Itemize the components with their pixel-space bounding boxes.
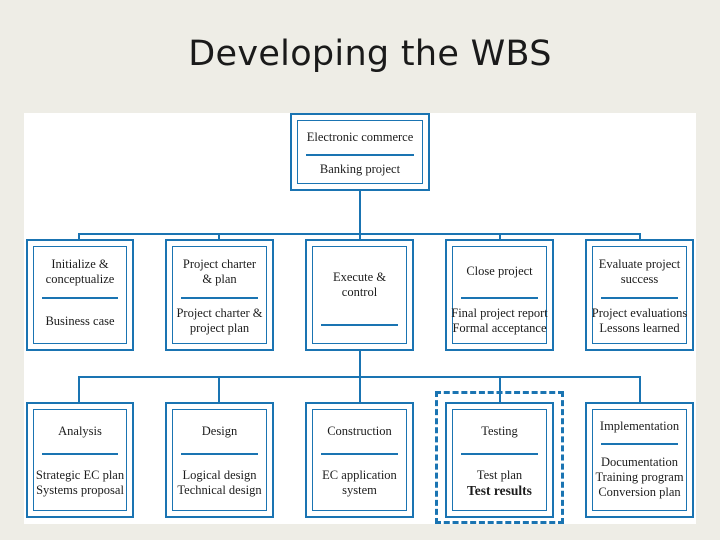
task-name-line: Construction [327, 423, 392, 438]
root-stem [359, 191, 361, 234]
root-node: Electronic commerce Banking project [290, 113, 430, 191]
task-node-construction: Construction EC application system [305, 402, 414, 518]
phase-name-line: Evaluate project [598, 256, 681, 271]
phase-name-line: & plan [202, 271, 237, 286]
deliverable-line: Business case [45, 313, 115, 328]
task-name-line: Analysis [58, 423, 102, 438]
deliverable-line: Logical design [182, 467, 257, 482]
task-node-deliverables: Test plan Test results [453, 455, 546, 510]
phase-node-name: Evaluate project success [593, 247, 686, 297]
deliverable-line: system [342, 482, 377, 497]
deliverable-line: Formal acceptance [452, 321, 547, 335]
task-drop-4 [499, 376, 501, 403]
task-node-design: Design Logical design Technical design [165, 402, 274, 518]
phase-node-initialize: Initialize & conceptualize Business case [26, 239, 134, 351]
phase-node-name: Close project [453, 247, 546, 297]
phase-drop-1 [78, 233, 80, 240]
task-node-divider [42, 453, 118, 455]
task-node-name: Design [173, 410, 266, 453]
phase-node-deliverables: Business case [34, 299, 126, 343]
task-drop-3 [359, 376, 361, 403]
task-node-deliverables: Logical design Technical design [173, 455, 266, 510]
phase-drop-2 [218, 233, 220, 240]
phase-drop-5 [639, 233, 641, 240]
task-node-deliverables: Documentation Training program Conversio… [593, 445, 686, 510]
phase-node-deliverables: Final project report Formal acceptance [451, 299, 548, 343]
phase-node-close: Close project Final project report Forma… [445, 239, 554, 351]
deliverable-line: project plan [189, 321, 250, 335]
root-node-deliverable-line: Banking project [319, 162, 401, 176]
phase-name-line: Project charter [182, 256, 257, 271]
root-node-name: Electronic commerce [298, 121, 422, 154]
deliverable-line: Documentation [600, 455, 679, 469]
phase-node-deliverables: Project charter & project plan [173, 299, 266, 343]
deliverable-line: Project evaluations [591, 306, 688, 320]
deliverable-line: EC application [322, 467, 397, 482]
deliverable-line: Strategic EC plan [35, 467, 125, 482]
task-node-name: Testing [453, 410, 546, 453]
task-node-divider [181, 453, 258, 455]
task-node-divider [601, 443, 678, 445]
task-name-line: Testing [481, 423, 518, 438]
task-node-implementation: Implementation Documentation Training pr… [585, 402, 694, 518]
task-node-testing: Testing Test plan Test results [445, 402, 554, 518]
phase-node-divider [42, 297, 118, 299]
task-node-divider [461, 453, 538, 455]
phase-name-line: Close project [466, 264, 533, 278]
phase-node-name: Execute & control [313, 247, 406, 324]
phase-node-name: Project charter & plan [173, 247, 266, 297]
deliverable-line: Test plan [476, 467, 523, 482]
deliverable-line-emphasized: Test results [467, 482, 532, 498]
phase-node-evaluate: Evaluate project success Project evaluat… [585, 239, 694, 351]
task-drop-2 [218, 376, 220, 403]
phase-node-deliverables [313, 326, 406, 343]
deliverable-line: Systems proposal [36, 482, 124, 497]
task-name-line: Implementation [599, 418, 680, 433]
testing-highlight-frame [435, 391, 564, 524]
task-node-analysis: Analysis Strategic EC plan Systems propo… [26, 402, 134, 518]
execute-stem [359, 351, 361, 377]
phase-node-divider [321, 324, 398, 326]
task-node-deliverables: Strategic EC plan Systems proposal [34, 455, 126, 510]
phase-node-name: Initialize & conceptualize [34, 247, 126, 297]
root-node-divider [306, 154, 414, 156]
phase-node-execute: Execute & control [305, 239, 414, 351]
root-node-deliverable: Banking project [298, 156, 422, 183]
task-node-name: Implementation [593, 410, 686, 443]
deliverable-line: Technical design [177, 482, 262, 497]
phase-node-divider [601, 297, 678, 299]
phase-name-line: Initialize & [51, 256, 109, 271]
deliverable-line: Lessons learned [599, 321, 680, 335]
task-drop-5 [639, 376, 641, 403]
phase-name-line: conceptualize [45, 271, 115, 286]
root-node-label: Electronic commerce [306, 129, 414, 144]
task-node-name: Construction [313, 410, 406, 453]
phase-name-line: Execute & control [332, 270, 387, 299]
phase-node-divider [461, 297, 538, 299]
task-node-name: Analysis [34, 410, 126, 453]
phase-name-line: success [620, 271, 659, 286]
deliverable-line: Final project report [451, 306, 548, 320]
phase-node-charter: Project charter & plan Project charter &… [165, 239, 274, 351]
task-node-divider [321, 453, 398, 455]
deliverable-line: Training program [595, 470, 684, 484]
deliverable-line: Conversion plan [598, 485, 681, 499]
phase-drop-4 [499, 233, 501, 240]
task-name-line: Design [201, 423, 238, 438]
deliverable-line: Project charter & [176, 306, 263, 320]
phase-node-deliverables: Project evaluations Lessons learned [591, 299, 688, 343]
phase-node-divider [181, 297, 258, 299]
wbs-diagram: Electronic commerce Banking project Init… [24, 113, 696, 524]
task-drop-1 [78, 376, 80, 403]
slide-title: Developing the WBS [188, 34, 552, 74]
task-node-deliverables: EC application system [313, 455, 406, 510]
phase-drop-3 [359, 233, 361, 240]
